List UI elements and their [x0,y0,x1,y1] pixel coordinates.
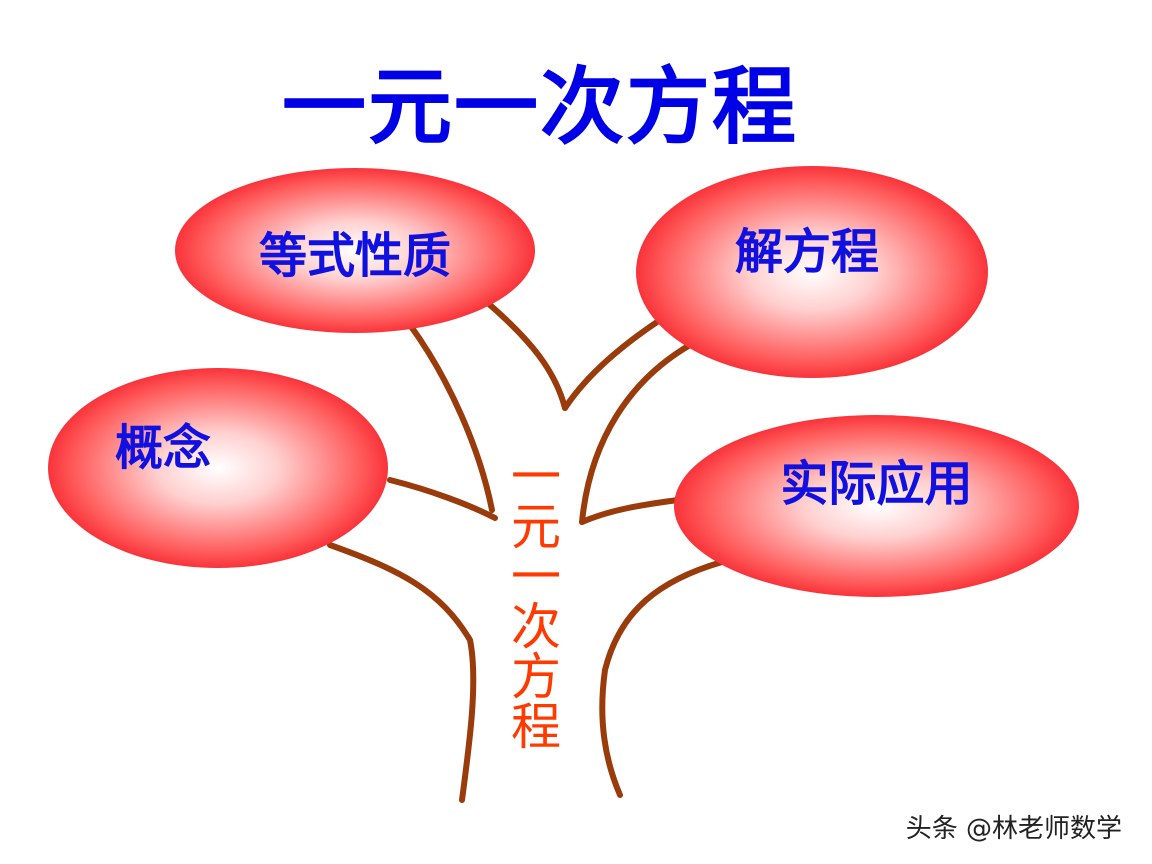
node-label: 实际应用 [780,455,973,512]
watermark: 头条 @林老师数学 [905,814,1122,844]
node-label: 等式性质 [258,227,451,284]
node-concept: 概念 [48,368,388,568]
node-label: 解方程 [734,224,879,280]
node-application: 实际应用 [674,415,1079,597]
node-label: 概念 [114,420,211,476]
node-solving-equations: 解方程 [636,166,988,378]
page-title: 一元一次方程 [281,58,798,156]
trunk-label: 一元一次方程 [503,450,561,750]
node-equation-properties: 等式性质 [175,168,535,333]
